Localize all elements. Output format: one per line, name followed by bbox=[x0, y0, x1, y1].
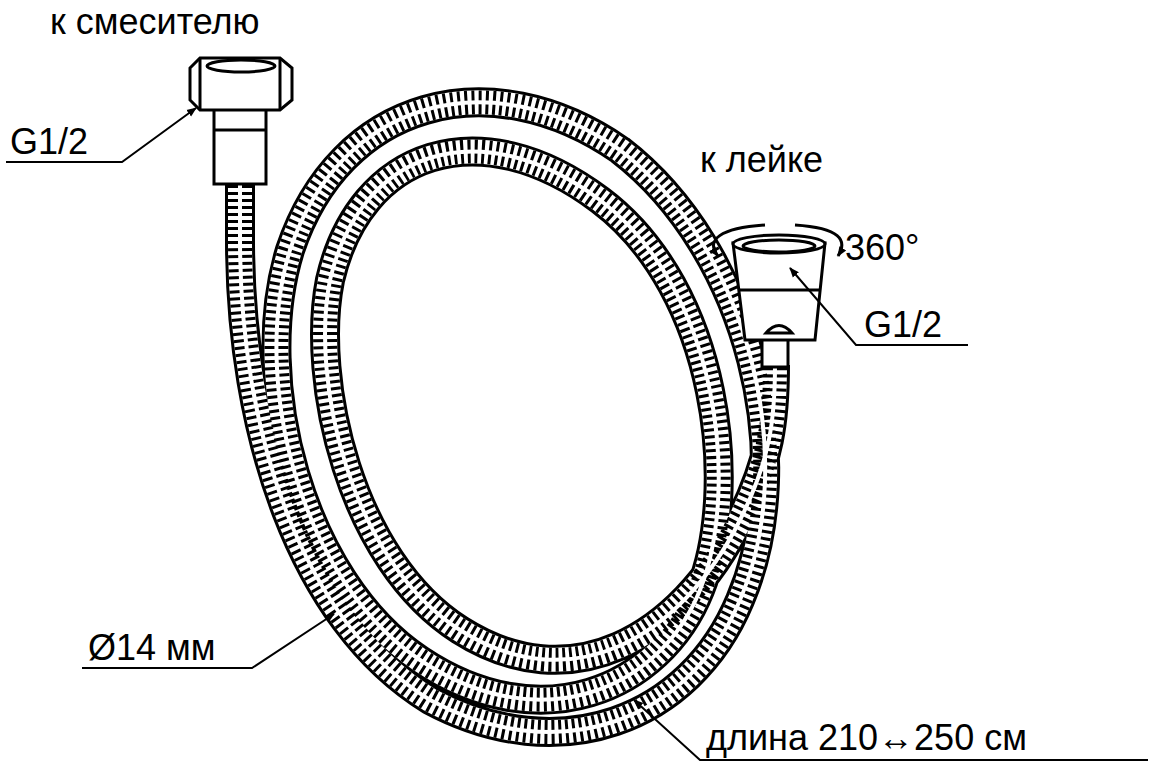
rotation-arrow bbox=[713, 225, 841, 256]
corrugated-hose bbox=[240, 102, 775, 732]
leader-lines bbox=[6, 108, 1148, 760]
connection-label: к лейке bbox=[700, 140, 823, 180]
showerhead-fitting bbox=[733, 235, 825, 367]
connection-label: к смесителю bbox=[50, 2, 260, 42]
thread-size: G1/2 bbox=[864, 305, 942, 345]
rotation-angle: 360° bbox=[845, 228, 919, 268]
thread-size: G1/2 bbox=[10, 122, 88, 162]
diameter-dimension: Ø14 мм bbox=[88, 628, 216, 668]
length-dimension: длина 210↔250 см bbox=[706, 718, 1027, 758]
mixer-fitting bbox=[190, 58, 292, 184]
